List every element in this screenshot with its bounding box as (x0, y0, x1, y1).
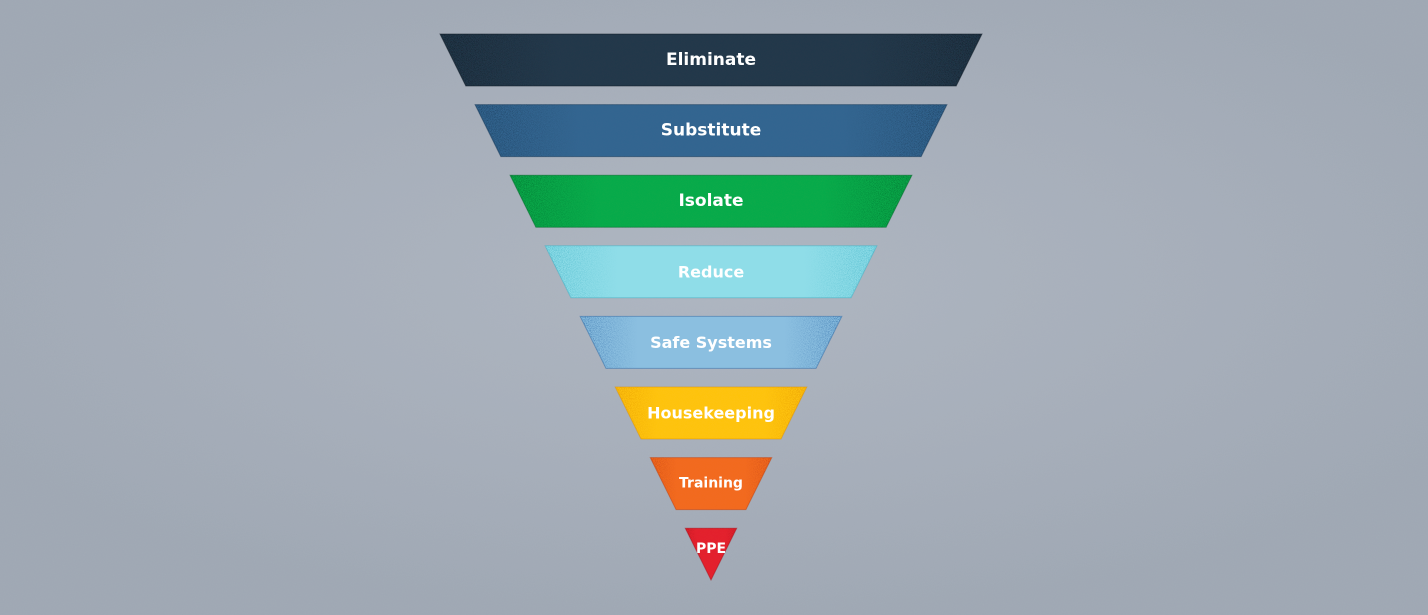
tier-outline (579, 315, 843, 369)
tier-ppe: PPE (684, 527, 738, 582)
tier-isolate: Isolate (509, 174, 913, 228)
tier-texture (440, 34, 982, 86)
tier-texture (545, 245, 877, 298)
tier-label: Safe Systems (650, 333, 772, 352)
tier-substitute: Substitute (474, 104, 948, 158)
tier-label: Eliminate (666, 50, 756, 70)
tier-texture (615, 387, 807, 439)
tier-outline (684, 527, 738, 582)
tier-label: Training (679, 476, 743, 492)
tier-outline (509, 174, 913, 228)
tier-outline (474, 104, 948, 158)
tier-texture (510, 175, 912, 228)
tier-safe-systems: Safe Systems (579, 315, 843, 369)
tier-outline (439, 33, 983, 87)
tier-label: Housekeeping (647, 404, 775, 423)
tier-outline (614, 386, 808, 440)
tier-outline (649, 457, 773, 511)
tier-housekeeping: Housekeeping (614, 386, 808, 440)
tier-texture (580, 316, 842, 369)
tier-reduce: Reduce (544, 245, 878, 299)
tier-eliminate: Eliminate (439, 33, 983, 87)
tier-training: Training (649, 457, 773, 511)
tier-texture (685, 528, 737, 580)
tier-label: PPE (696, 541, 726, 557)
tier-label: Reduce (678, 262, 745, 281)
tier-outline (544, 245, 878, 299)
tier-texture (475, 104, 947, 157)
tier-label: Isolate (678, 191, 743, 211)
tier-texture (650, 457, 772, 510)
tier-label: Substitute (661, 121, 761, 141)
